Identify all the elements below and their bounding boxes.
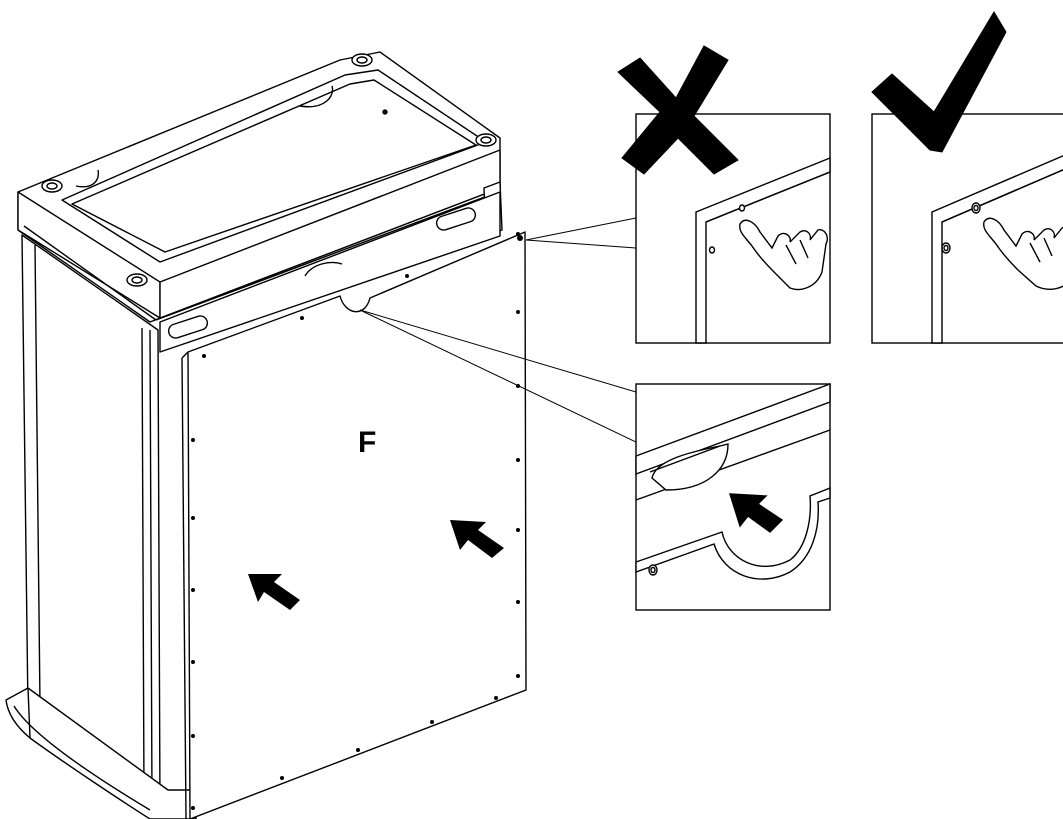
- cabinet-base-plinth: [5, 687, 197, 819]
- back-panel-f: F: [181, 231, 527, 819]
- panel-screw-holes: [191, 232, 523, 810]
- arrow-icon: [248, 574, 300, 610]
- correct-inset: [871, 113, 1063, 344]
- hand-pointer-icon: [738, 219, 828, 291]
- cross-mark-icon: [617, 45, 739, 175]
- hand-pointer-icon: [982, 217, 1063, 290]
- notch-detail-inset: [635, 382, 831, 611]
- cabinet: [5, 51, 503, 819]
- cabinet-upper-rail: [159, 191, 501, 353]
- panel-label: F: [358, 426, 376, 459]
- arrow-icon: [729, 493, 784, 533]
- check-mark-icon: [871, 11, 1007, 153]
- push-arrows: [248, 520, 504, 610]
- wrong-inset: [635, 113, 831, 344]
- arrow-icon: [450, 520, 504, 558]
- cabinet-top-crown: [17, 51, 501, 323]
